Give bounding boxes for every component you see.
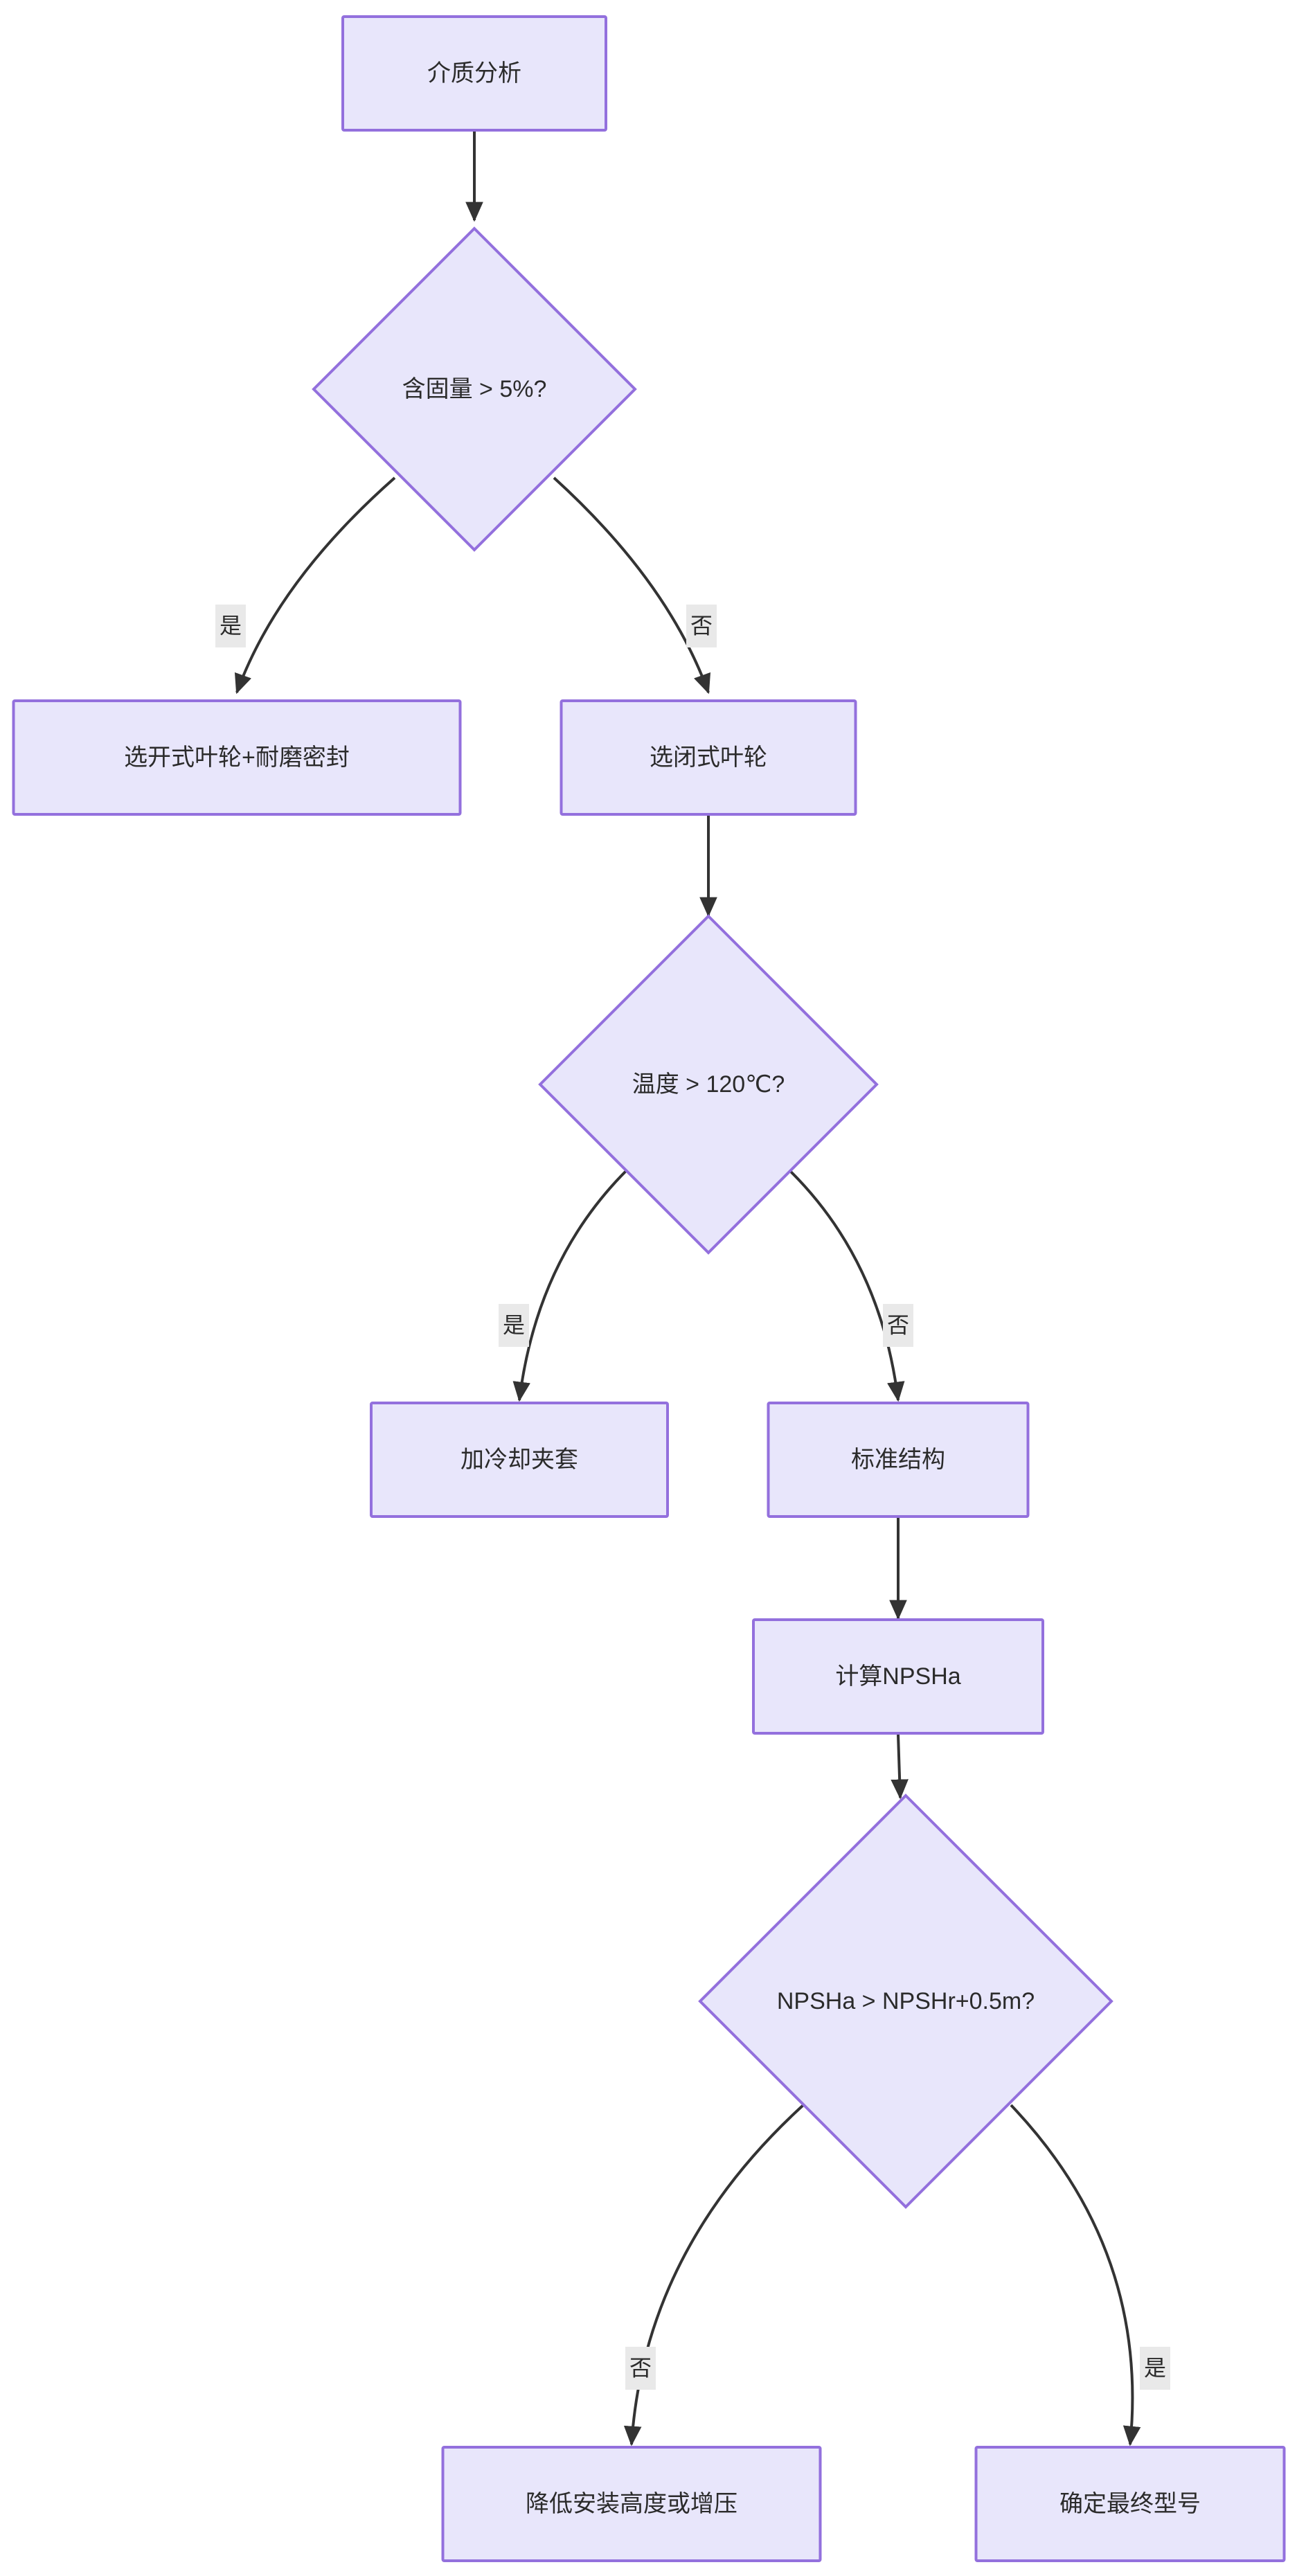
edge-label-text: 否 — [690, 613, 713, 638]
node-box — [12, 699, 462, 816]
edge-label-n9-to-n11: 是 — [1140, 2347, 1170, 2390]
node-label: 标准结构 — [851, 1447, 945, 1473]
edge-n2-to-n4 — [553, 476, 711, 695]
edge-n2-to-n3 — [234, 476, 396, 695]
node-n10[interactable]: 降低安装高度或增压 — [441, 2446, 822, 2562]
edge-label-background — [215, 605, 246, 647]
node-box — [370, 1402, 669, 1518]
node-label: 选闭式叶轮 — [650, 744, 767, 771]
node-label: NPSHa > NPSHr+0.5m? — [777, 1988, 1035, 2014]
edge-n5-to-n6 — [512, 1169, 628, 1402]
edge-label-background — [499, 1304, 529, 1347]
node-n5[interactable]: 温度 > 120℃? — [538, 914, 879, 1255]
node-diamond — [698, 1794, 1113, 2209]
node-n7[interactable]: 标准结构 — [767, 1402, 1030, 1518]
edge-label-n2-to-n4: 否 — [686, 605, 717, 647]
node-label: 降低安装高度或增压 — [526, 2491, 737, 2517]
edge-n5-to-n7 — [788, 1169, 905, 1402]
node-n11[interactable]: 确定最终型号 — [974, 2446, 1286, 2562]
node-label: 确定最终型号 — [1059, 2491, 1201, 2517]
edge-label-background — [1140, 2347, 1170, 2390]
edge-label-n9-to-n10: 否 — [625, 2347, 656, 2390]
edge-label-n5-to-n6: 是 — [499, 1304, 529, 1347]
node-box — [341, 15, 607, 132]
edge-label-n5-to-n7: 否 — [883, 1304, 913, 1347]
node-label: 计算NPSHa — [835, 1663, 960, 1690]
edge-label-text: 是 — [220, 613, 242, 638]
edge-labels-layer: 是否是否否是 — [215, 605, 1170, 2390]
edges-layer — [234, 132, 1141, 2447]
node-label: 温度 > 120℃? — [632, 1071, 785, 1098]
node-n3[interactable]: 选开式叶轮+耐磨密封 — [12, 699, 462, 816]
node-box — [767, 1402, 1030, 1518]
edge-label-text: 否 — [629, 2355, 652, 2380]
node-n1[interactable]: 介质分析 — [341, 15, 607, 132]
edge-label-background — [686, 605, 717, 647]
node-label: 选开式叶轮+耐磨密封 — [124, 744, 350, 771]
edge-label-text: 是 — [1144, 2355, 1166, 2380]
node-n8[interactable]: 计算NPSHa — [752, 1618, 1044, 1735]
node-box — [441, 2446, 822, 2562]
node-label: 介质分析 — [427, 60, 521, 87]
node-box — [974, 2446, 1286, 2562]
node-label: 含固量 > 5%? — [402, 376, 547, 402]
node-box — [560, 699, 857, 816]
edge-n9-to-n10 — [623, 2104, 805, 2447]
edge-label-background — [625, 2347, 656, 2390]
edge-label-text: 否 — [887, 1312, 909, 1337]
node-diamond — [312, 226, 637, 552]
node-n6[interactable]: 加冷却夹套 — [370, 1402, 669, 1518]
node-diamond — [538, 914, 879, 1255]
node-n2[interactable]: 含固量 > 5%? — [312, 226, 637, 552]
node-n4[interactable]: 选闭式叶轮 — [560, 699, 857, 816]
edge-label-n2-to-n3: 是 — [215, 605, 246, 647]
node-n9[interactable]: NPSHa > NPSHr+0.5m? — [698, 1794, 1113, 2209]
edge-label-background — [883, 1304, 913, 1347]
edge-label-text: 是 — [503, 1312, 525, 1337]
node-box — [752, 1618, 1044, 1735]
edge-n8-to-n9 — [891, 1734, 909, 1800]
edge-n9-to-n11 — [1010, 2104, 1141, 2447]
node-label: 加冷却夹套 — [460, 1447, 578, 1473]
